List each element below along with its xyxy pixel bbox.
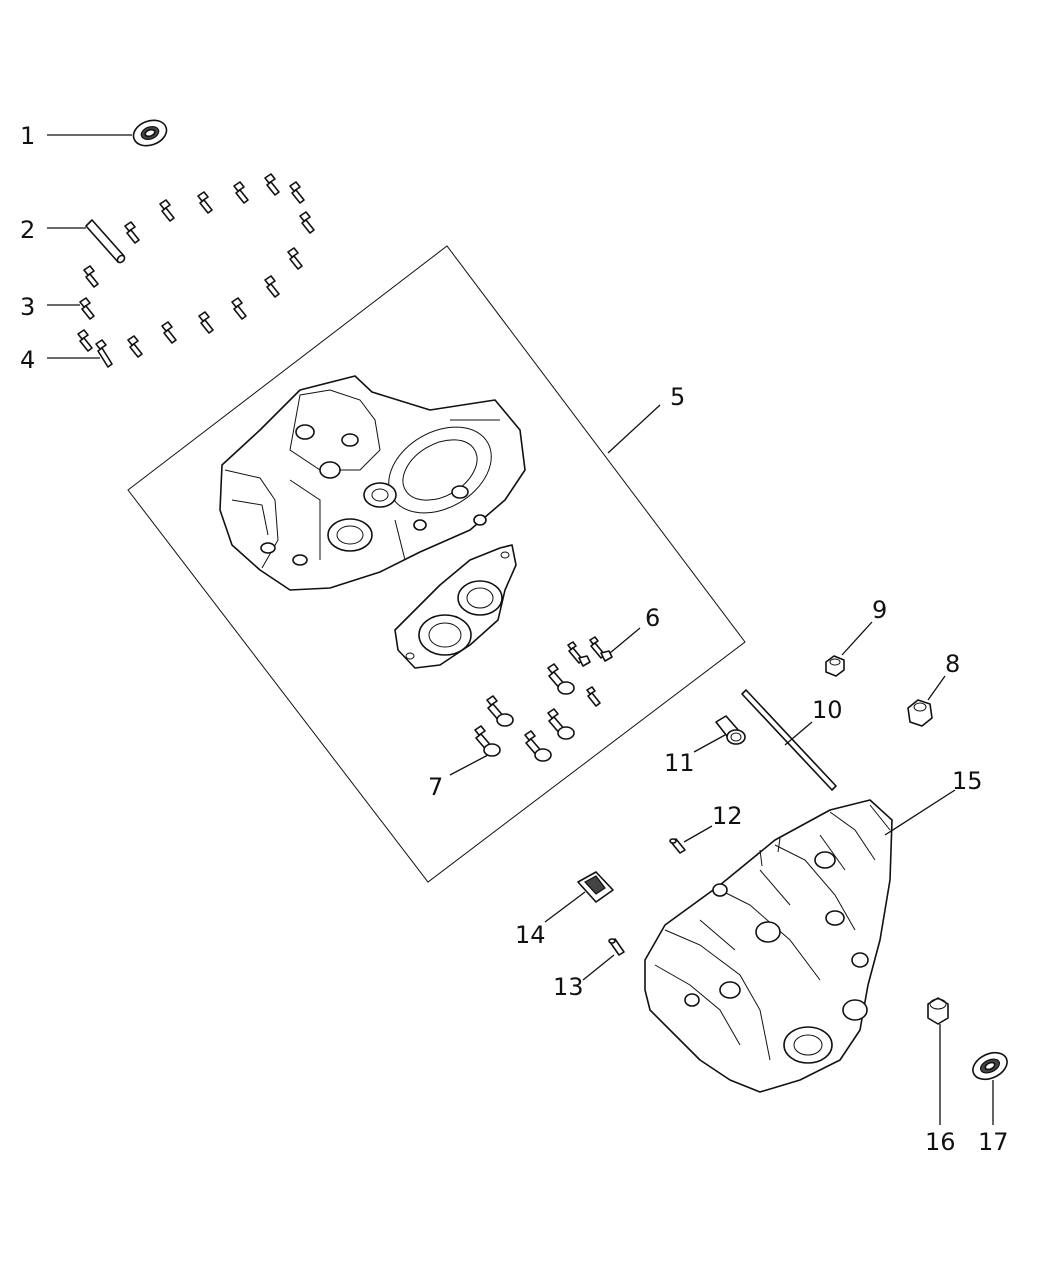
part-16-plug: [927, 997, 949, 1025]
bolt: [159, 199, 175, 222]
bolt: [299, 211, 315, 234]
leader-8: [927, 675, 946, 701]
part-2-dowel-pin: [85, 219, 126, 264]
bolt: [77, 329, 93, 352]
bolt: [287, 247, 303, 270]
part-10-rod: [741, 689, 837, 791]
bolt: [127, 335, 143, 358]
bolt: [264, 173, 280, 196]
leader-9: [841, 621, 873, 656]
leader-10: [784, 721, 813, 746]
callout-13: 13: [553, 973, 584, 1001]
callout-1: 1: [20, 122, 35, 150]
part-13-pin: [608, 938, 625, 956]
bolt: [197, 191, 213, 214]
part-7-bolts: [474, 663, 575, 762]
bolt: [124, 221, 140, 244]
callout-4: 4: [20, 346, 35, 374]
callout-16: 16: [925, 1128, 956, 1156]
part-12-pin: [669, 838, 686, 854]
bolt: [233, 181, 249, 204]
clutch-housing: [219, 375, 526, 591]
leader-12: [683, 825, 713, 843]
bearing-retainer-plate: [394, 544, 517, 669]
part-5-case-kit: 6 7: [127, 245, 746, 883]
leader-13: [582, 954, 615, 981]
part-15-transmission-case: [644, 799, 893, 1093]
bolt: [289, 181, 305, 204]
bolt: [83, 265, 99, 288]
callout-2: 2: [20, 216, 35, 244]
bolt: [161, 321, 177, 344]
callout-15: 15: [952, 767, 983, 795]
part-6-bolts: [567, 636, 613, 707]
callout-11: 11: [664, 749, 695, 777]
bolt: [79, 297, 95, 320]
callout-12: 12: [712, 802, 743, 830]
callout-17: 17: [978, 1128, 1009, 1156]
bolt: [231, 297, 247, 320]
part-9-plug: [825, 655, 845, 677]
part-14-magnet: [577, 871, 614, 903]
part-1-seal: [132, 119, 168, 147]
leader-7: [449, 754, 489, 776]
part-3-4-bolt-set: [77, 173, 315, 368]
callout-7: 7: [428, 773, 443, 801]
leader-11: [693, 734, 726, 753]
part-8-plug: [907, 699, 933, 727]
leader-6: [609, 627, 641, 654]
bolt-with-stud: [95, 339, 113, 368]
callout-10: 10: [812, 696, 843, 724]
callout-3: 3: [20, 293, 35, 321]
callout-5: 5: [670, 383, 685, 411]
callout-14: 14: [515, 921, 546, 949]
callout-6: 6: [645, 604, 660, 632]
callout-9: 9: [872, 596, 887, 624]
leader-5: [607, 404, 661, 454]
part-17-seal: [972, 1051, 1008, 1081]
leader-15: [884, 789, 956, 836]
leader-14: [544, 891, 586, 923]
bolt: [198, 311, 214, 334]
part-11-sleeve: [715, 715, 746, 745]
callout-8: 8: [945, 650, 960, 678]
bolt: [264, 275, 280, 298]
